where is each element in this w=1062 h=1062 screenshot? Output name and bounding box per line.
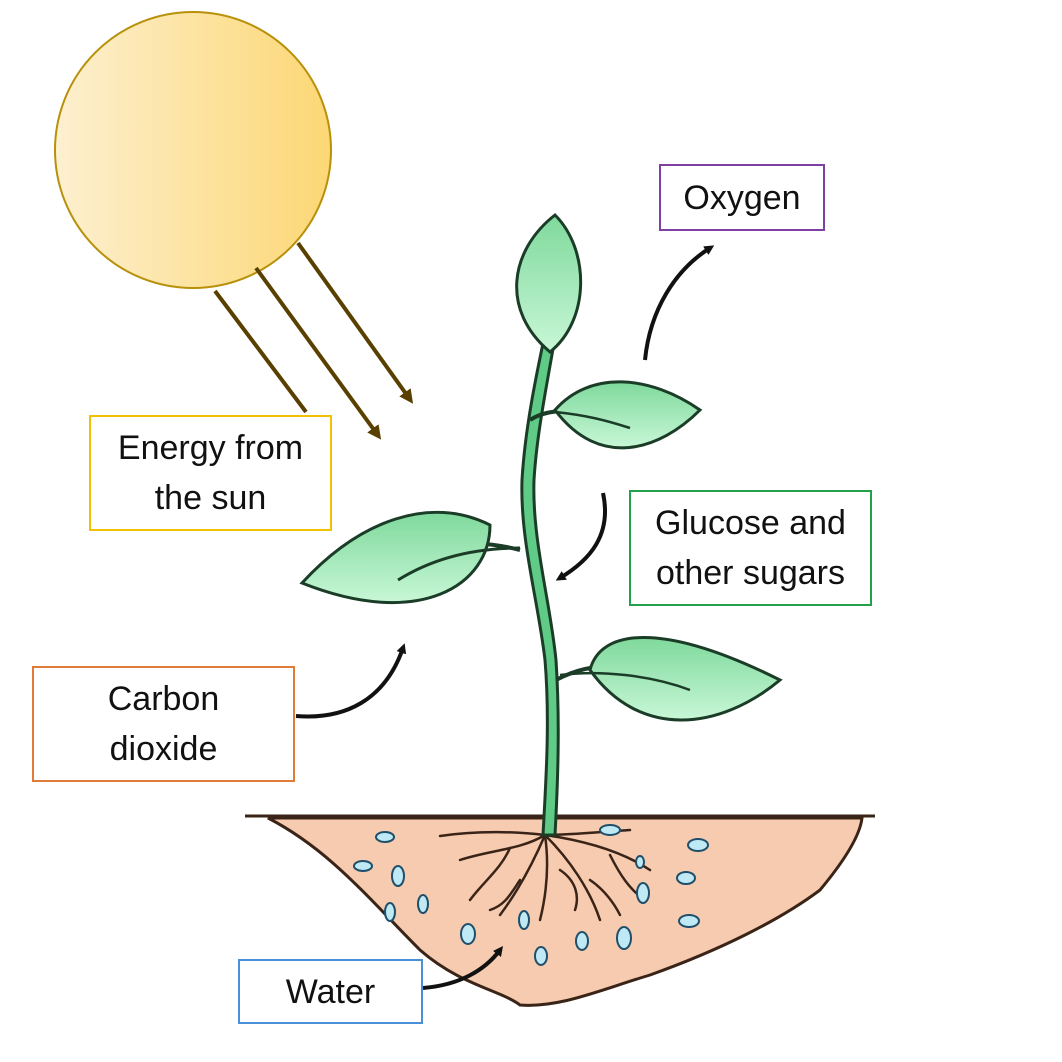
glucose-arrow bbox=[555, 492, 607, 581]
glucose-label: Glucose and other sugars bbox=[629, 490, 872, 606]
soil bbox=[245, 814, 875, 1007]
water-arrow bbox=[422, 946, 504, 990]
energy-from-sun-label: Energy from the sun bbox=[89, 415, 332, 531]
sun-icon bbox=[54, 11, 332, 289]
water-label-text: Water bbox=[285, 972, 376, 1011]
carbon-dioxide-label: Carbon dioxide bbox=[32, 666, 295, 782]
carbon-label-line2: dioxide bbox=[109, 730, 218, 768]
leaf-top bbox=[515, 213, 583, 354]
water-label: Water bbox=[238, 959, 423, 1024]
sun-ray-2 bbox=[254, 266, 382, 440]
carbon-label-line1: Carbon bbox=[107, 680, 220, 718]
energy-label-line2: the sun bbox=[154, 479, 267, 517]
glucose-label-line1: Glucose and bbox=[655, 504, 846, 542]
leaf-left bbox=[299, 510, 492, 605]
flow-arrows bbox=[295, 245, 715, 990]
oxygen-arrow bbox=[643, 245, 715, 361]
sun-ray-1 bbox=[213, 289, 308, 414]
sun-ray-3 bbox=[296, 241, 414, 404]
energy-label-line1: Energy from bbox=[117, 429, 304, 467]
leaf-upper-right bbox=[553, 380, 703, 450]
sun-rays bbox=[213, 241, 414, 440]
carbon-dioxide-arrow bbox=[295, 643, 407, 719]
glucose-label-line2: other sugars bbox=[656, 554, 845, 592]
leaf-lower-right bbox=[588, 636, 783, 722]
oxygen-label-text: Oxygen bbox=[683, 178, 801, 217]
water-drops bbox=[353, 824, 709, 966]
oxygen-label: Oxygen bbox=[659, 164, 825, 231]
plant-leaves bbox=[299, 213, 783, 722]
